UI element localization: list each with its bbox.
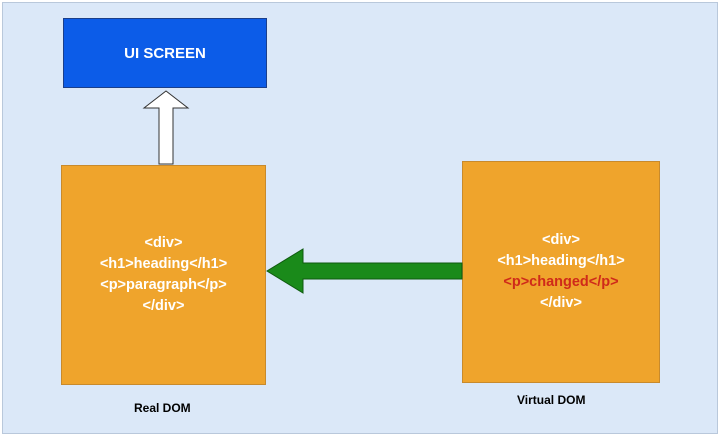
virtual-dom-changed-line: <p>changed</p> [503, 274, 619, 290]
ui-screen-label: UI SCREEN [124, 44, 206, 62]
real-dom-line: <p>paragraph</p> [100, 277, 227, 293]
render-arrow-up [142, 90, 190, 165]
virtual-dom-caption: Virtual DOM [517, 393, 586, 407]
virtual-dom-line: <div> [542, 232, 580, 248]
sync-arrow-left [266, 248, 463, 294]
virtual-dom-line: <h1>heading</h1> [497, 253, 625, 269]
virtual-dom-box: <div> <h1>heading</h1> <p>changed</p> </… [462, 161, 660, 383]
real-dom-line: <h1>heading</h1> [99, 256, 228, 272]
ui-screen-box: UI SCREEN [63, 18, 267, 88]
virtual-dom-line: </div> [540, 295, 582, 311]
arrows-layer [142, 90, 463, 294]
real-dom-line: <div> [144, 235, 183, 251]
real-dom-line: </div> [142, 298, 185, 314]
real-dom-caption: Real DOM [134, 401, 191, 415]
real-dom-box: <div> <h1>heading</h1> <p>paragraph</p> … [61, 165, 266, 385]
